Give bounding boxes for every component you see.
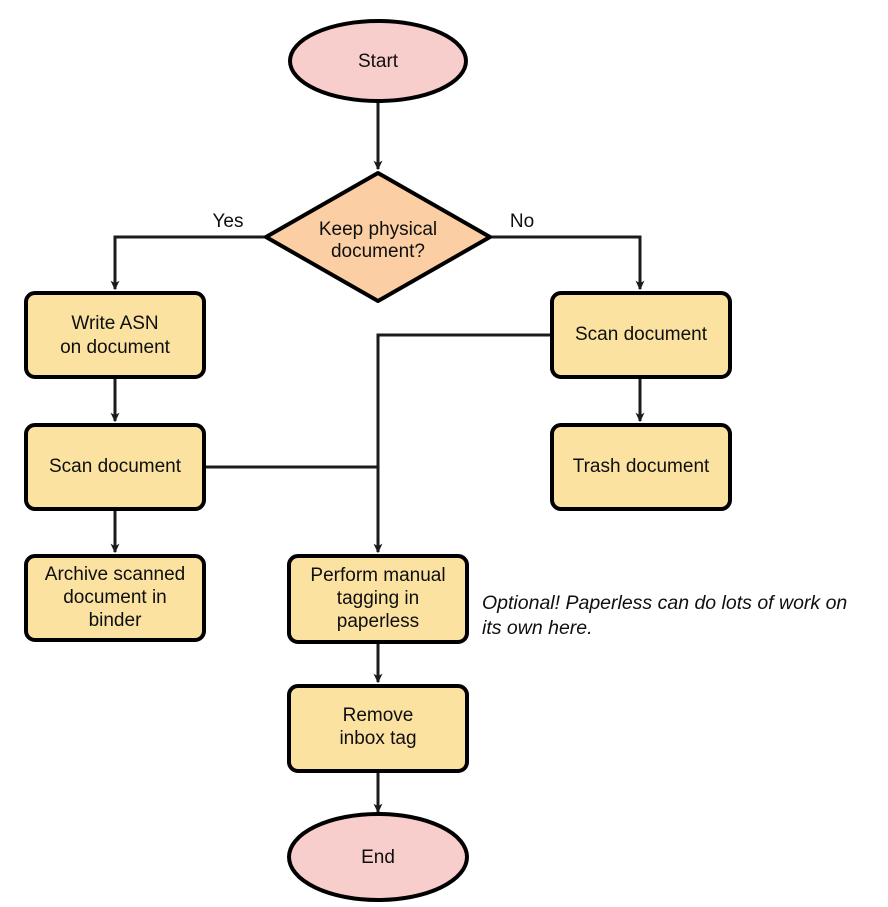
node-scan-document-right[interactable]: Scan document — [550, 291, 732, 379]
archive-label-line3: binder — [89, 610, 142, 631]
end-ellipse — [287, 812, 469, 902]
node-perform-manual-tagging[interactable]: Perform manual tagging in paperless — [287, 554, 469, 644]
remove-inbox-label-line2: inbox tag — [339, 728, 416, 749]
write-asn-box — [24, 291, 206, 379]
scan-document-right-label: Scan document — [575, 324, 708, 345]
edge-label-no: No — [510, 211, 534, 232]
trash-document-label: Trash document — [573, 456, 710, 477]
scan-document-left-box — [24, 423, 206, 511]
start-ellipse — [288, 19, 468, 103]
node-decision-keep-physical-document[interactable]: Keep physical document? — [264, 171, 492, 303]
scan-document-left-label: Scan document — [49, 456, 182, 477]
node-scan-document-left[interactable]: Scan document — [24, 423, 206, 511]
remove-inbox-label-line1: Remove — [343, 705, 414, 726]
note-line2: its own here. — [482, 617, 593, 639]
archive-label-line1: Archive scanned — [45, 564, 185, 585]
tagging-label-line1: Perform manual — [310, 565, 445, 586]
node-trash-document[interactable]: Trash document — [550, 423, 732, 511]
node-archive-scanned-document[interactable]: Archive scanned document in binder — [24, 554, 206, 642]
edge-decision-yes-to-write-asn — [110, 235, 265, 291]
node-end[interactable]: End — [287, 812, 469, 902]
annotation-note: Optional! Paperless can do lots of work … — [482, 592, 847, 639]
archive-box — [24, 554, 206, 642]
decision-label-line2: document? — [331, 241, 425, 262]
write-asn-label-line2: on document — [60, 337, 171, 358]
trash-document-box — [550, 423, 732, 511]
decision-diamond — [264, 171, 492, 303]
node-write-asn[interactable]: Write ASN on document — [24, 291, 206, 379]
edge-label-yes: Yes — [213, 211, 244, 232]
write-asn-label-line1: Write ASN — [71, 313, 158, 334]
tagging-label-line2: tagging in — [337, 588, 419, 609]
note-line1: Optional! Paperless can do lots of work … — [482, 592, 847, 614]
scan-document-right-box — [550, 291, 732, 379]
archive-label-line2: document in — [63, 587, 167, 608]
node-start[interactable]: Start — [288, 19, 468, 103]
tagging-label-line3: paperless — [337, 611, 419, 632]
end-label: End — [361, 847, 395, 868]
edge-scan-right-to-tagging — [373, 333, 552, 554]
decision-label-line1: Keep physical — [319, 219, 437, 240]
start-label: Start — [358, 51, 399, 72]
tagging-box — [287, 554, 469, 644]
edge-decision-no-to-scan-right — [490, 235, 645, 291]
remove-inbox-box — [287, 684, 469, 773]
node-remove-inbox-tag[interactable]: Remove inbox tag — [287, 684, 469, 773]
